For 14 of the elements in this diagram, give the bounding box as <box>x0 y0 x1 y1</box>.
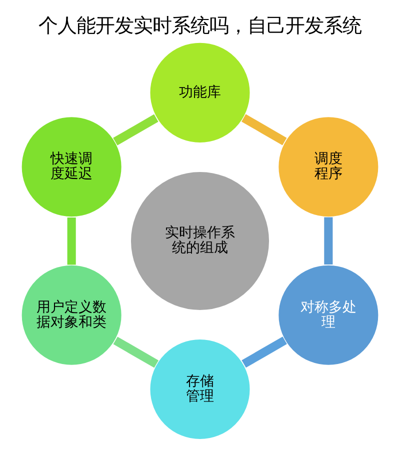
node-circle: 对称多处理 <box>278 264 380 366</box>
diagram-title: 个人能开发实时系统吗，自己开发系统 <box>38 14 362 38</box>
connector <box>242 114 287 146</box>
connector <box>113 336 158 368</box>
node-circle: 实时操作系统的组成 <box>130 170 270 312</box>
node-circle: 快速调度延迟 <box>20 116 122 218</box>
node-circle: 存储管理 <box>149 338 251 440</box>
node-circle: 功能库 <box>149 42 251 144</box>
connector <box>113 114 158 146</box>
node-circle: 调度程序 <box>278 116 380 218</box>
connector <box>67 217 76 265</box>
node-circle: 用户定义数据对象和类 <box>20 264 122 366</box>
connector <box>242 336 287 368</box>
connector <box>324 217 333 265</box>
